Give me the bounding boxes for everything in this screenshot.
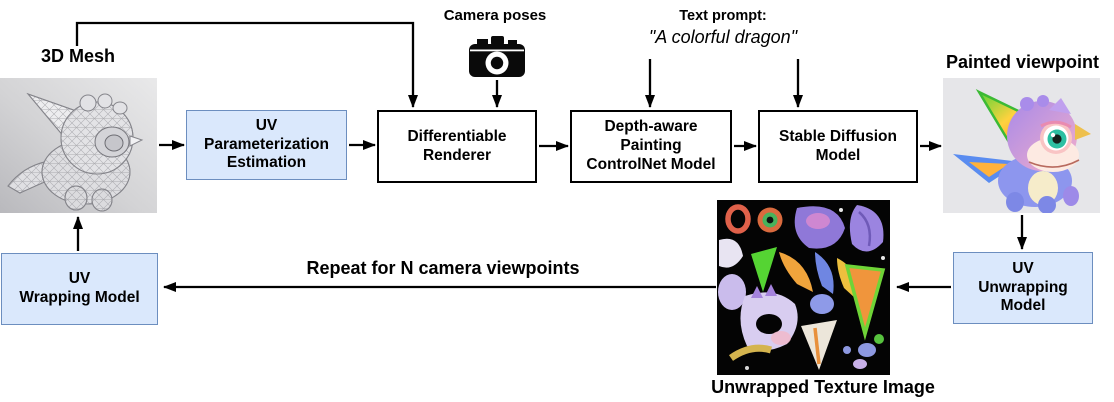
- uv-unwrapping-box: UV Unwrapping Model: [953, 252, 1093, 324]
- mesh-dragon-eye: [94, 126, 130, 158]
- uv-parameterization-box: UV Parameterization Estimation: [186, 110, 347, 180]
- camera-poses-label: Camera poses: [443, 7, 547, 24]
- painted-dragon: [953, 89, 1091, 214]
- mesh-label: 3D Mesh: [40, 46, 116, 66]
- painted-viewpoint-label: Painted viewpoint: [945, 52, 1100, 72]
- camera-glyph: [469, 36, 525, 77]
- painted-viewpoint-image: [943, 78, 1100, 214]
- repeat-loop-label: Repeat for N camera viewpoints: [306, 258, 580, 278]
- uv-texture-atlas-illustration: [717, 200, 890, 375]
- painted-dragon-eye: [1040, 120, 1072, 154]
- stable-diffusion-box: Stable Diffusion Model: [758, 110, 918, 183]
- wireframe-dragon-illustration: [0, 78, 157, 213]
- unwrapped-texture-label: Unwrapped Texture Image: [711, 377, 935, 397]
- painted-dragon-illustration: [943, 78, 1100, 214]
- text-prompt-value: "A colorful dragon": [648, 27, 798, 47]
- unwrapped-texture-image: [717, 200, 890, 375]
- uv-wrapping-box: UV Wrapping Model: [1, 253, 158, 325]
- text-prompt-title: Text prompt:: [679, 8, 767, 24]
- camera-icon: [468, 36, 526, 78]
- mesh-image: [0, 78, 157, 213]
- differentiable-renderer-box: Differentiable Renderer: [377, 110, 537, 183]
- depth-controlnet-box: Depth-aware Painting ControlNet Model: [570, 110, 732, 183]
- texture-uv-islands: [718, 204, 886, 370]
